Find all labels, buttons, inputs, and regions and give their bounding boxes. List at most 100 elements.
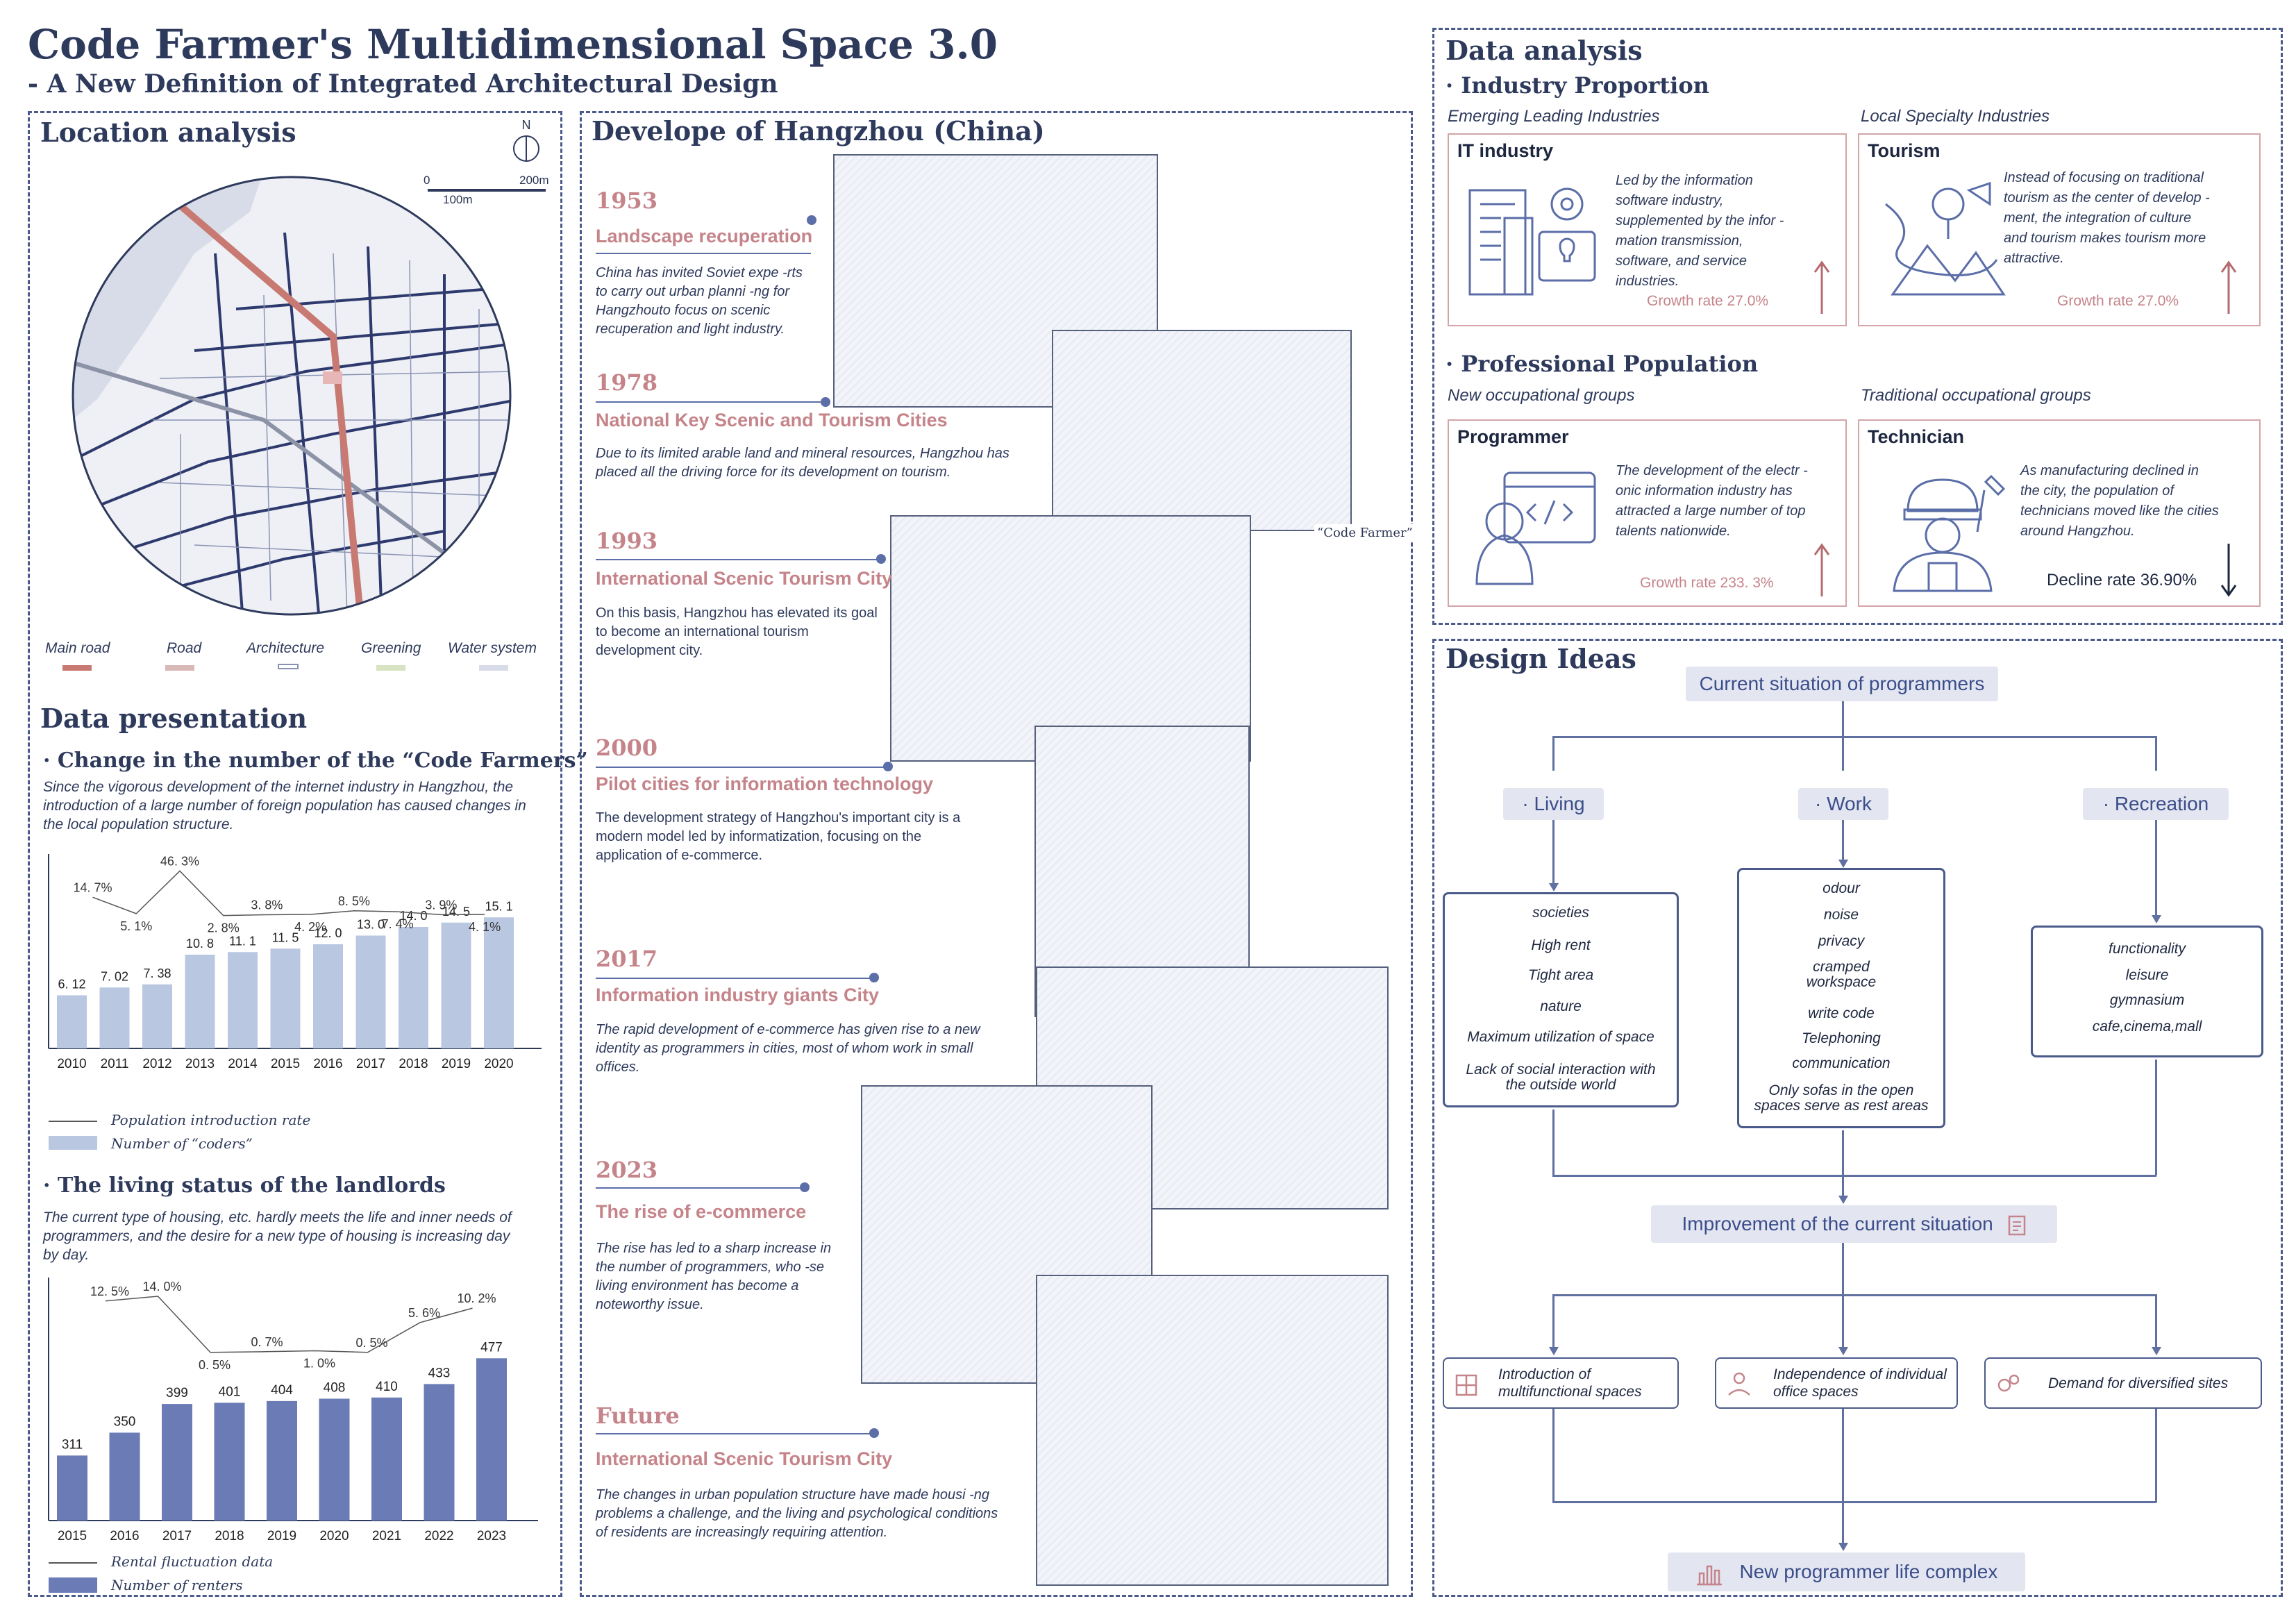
- event-future-title: International Scenic Tourism City: [596, 1448, 893, 1469]
- legend-main-road: Main road: [45, 640, 110, 656]
- x-tick-label: 2013: [185, 1057, 215, 1071]
- bar-value-label: 399: [166, 1386, 188, 1400]
- gears-icon: [1997, 1374, 2020, 1392]
- middle-panel: [580, 111, 1413, 1597]
- bar-value-label: 13. 0: [357, 918, 385, 932]
- bar: [267, 1400, 297, 1521]
- card-technician-text: As manufacturing declined in the city, t…: [2020, 463, 2219, 539]
- x-tick-label: 2023: [477, 1529, 506, 1541]
- event-1993-dot: [876, 554, 886, 564]
- sketch-future-lobby: [1036, 1275, 1389, 1586]
- scale-mid: 100m: [443, 193, 473, 206]
- rate-label: 0. 7%: [251, 1335, 283, 1349]
- rate-label: 5. 1%: [120, 919, 152, 933]
- recreation-item: functionality: [2109, 941, 2186, 957]
- population-heading: · Professional Population: [1446, 351, 1759, 377]
- rate-label: 3. 8%: [251, 898, 283, 912]
- bar: [441, 922, 471, 1048]
- connector: [1842, 736, 1844, 771]
- arrow-down-icon: [1838, 860, 1848, 868]
- code-farmer-label: “Code Farmer”: [1314, 524, 1416, 542]
- x-tick-label: 2022: [424, 1529, 453, 1541]
- arrow-down-icon: [1549, 1347, 1559, 1355]
- connector: [1552, 736, 2156, 738]
- tourism-map-icon: [1885, 181, 2006, 296]
- rate-label: 1. 0%: [303, 1357, 335, 1371]
- data-analysis-heading: Data analysis: [1446, 35, 1643, 66]
- x-tick-label: 2018: [399, 1057, 428, 1071]
- connector: [2155, 736, 2157, 771]
- chart1-description: Since the vigorous development of the in…: [43, 779, 526, 832]
- local-label: Local Specialty Industries: [1861, 107, 2050, 126]
- arrow-up-icon: [1813, 260, 1830, 314]
- design-ideas-panel: [1432, 639, 2283, 1597]
- x-tick-label: 2015: [271, 1057, 300, 1071]
- legend-greening: Greening: [361, 640, 421, 656]
- event-1953-text: China has invited Soviet expe -rts to ca…: [596, 265, 803, 337]
- work-item: privacy: [1818, 933, 1865, 949]
- bar-value-label: 7. 02: [101, 969, 128, 983]
- event-1978-text: Due to its limited arable land and miner…: [596, 446, 1009, 480]
- rate-label: 12. 5%: [90, 1284, 129, 1298]
- connector: [2155, 1060, 2157, 1175]
- x-tick-label: 2020: [319, 1529, 349, 1541]
- connector: [1552, 820, 1555, 889]
- branch-living: · Living: [1503, 788, 1604, 820]
- x-tick-label: 2020: [484, 1057, 513, 1071]
- event-1953-line: [596, 253, 811, 254]
- bar: [270, 948, 301, 1048]
- bar-value-label: 350: [114, 1414, 136, 1429]
- improvement-label: Improvement of the current situation: [1682, 1213, 1993, 1234]
- bar: [313, 944, 343, 1048]
- rate-label: 4. 2%: [294, 920, 326, 934]
- x-tick-label: 2016: [313, 1057, 342, 1071]
- bar-value-label: 12. 0: [314, 926, 342, 940]
- location-map: [72, 176, 512, 616]
- solution-multifunctional-label: Introduction of multifunctional spaces: [1498, 1366, 1642, 1400]
- card-tourism: Tourism Instead of focusing on tradition…: [1858, 133, 2261, 326]
- card-it-title: IT industry: [1457, 140, 1554, 161]
- rate-label: 46. 3%: [160, 854, 199, 868]
- work-item: communication: [1792, 1055, 1891, 1071]
- event-2023-text: The rise has led to a sharp increase in …: [596, 1241, 832, 1312]
- arrow-down-icon: [2152, 915, 2161, 923]
- bar: [476, 1358, 507, 1521]
- industry-heading: · Industry Proportion: [1446, 72, 1709, 99]
- x-tick-label: 2014: [228, 1057, 258, 1071]
- bar: [109, 1432, 140, 1521]
- recreation-item: cafe,cinema,mall: [2092, 1019, 2202, 1035]
- connector: [1552, 1409, 1555, 1502]
- event-2017-line: [596, 978, 873, 979]
- connector: [1842, 1130, 1844, 1200]
- connector: [1552, 1501, 2156, 1503]
- connector: [2155, 820, 2157, 921]
- bar-chart-icon: [1696, 1565, 1722, 1585]
- north-arrow-icon: N: [510, 118, 542, 167]
- chart2-description: The current type of housing, etc. hardly…: [43, 1209, 512, 1263]
- new-groups-label: New occupational groups: [1448, 386, 1635, 405]
- solution-multifunctional: Introduction of multifunctional spaces: [1443, 1357, 1679, 1409]
- arrow-up-icon: [2220, 260, 2237, 314]
- connector: [1552, 1175, 2156, 1177]
- rate-line: [92, 870, 485, 916]
- living-item: Tight area: [1527, 967, 1594, 983]
- event-2017-dot: [869, 973, 879, 982]
- card-it-rate: Growth rate 27.0%: [1647, 293, 1769, 309]
- bar-value-label: 6. 12: [58, 978, 85, 991]
- final-node: New programmer life complex: [1668, 1552, 2025, 1591]
- card-technician: Technician As manufacturing declined in …: [1858, 419, 2261, 607]
- event-2023-title: The rise of e-commerce: [596, 1201, 807, 1222]
- x-tick-label: 2021: [372, 1529, 401, 1541]
- bar-value-label: 410: [376, 1380, 398, 1394]
- arrow-down-icon: [1838, 1543, 1848, 1551]
- living-item: Lack of social interaction with the outs…: [1466, 1062, 1656, 1093]
- rate-label: 14. 0%: [142, 1280, 181, 1294]
- x-tick-label: 2018: [215, 1529, 244, 1541]
- chart1-legend-bar-swatch: [49, 1136, 97, 1150]
- bar: [57, 1455, 87, 1521]
- sketch-skyline-scene: [890, 515, 1251, 762]
- bar: [371, 1397, 402, 1521]
- bar-value-label: 11. 5: [272, 930, 299, 944]
- living-box: [1443, 892, 1679, 1107]
